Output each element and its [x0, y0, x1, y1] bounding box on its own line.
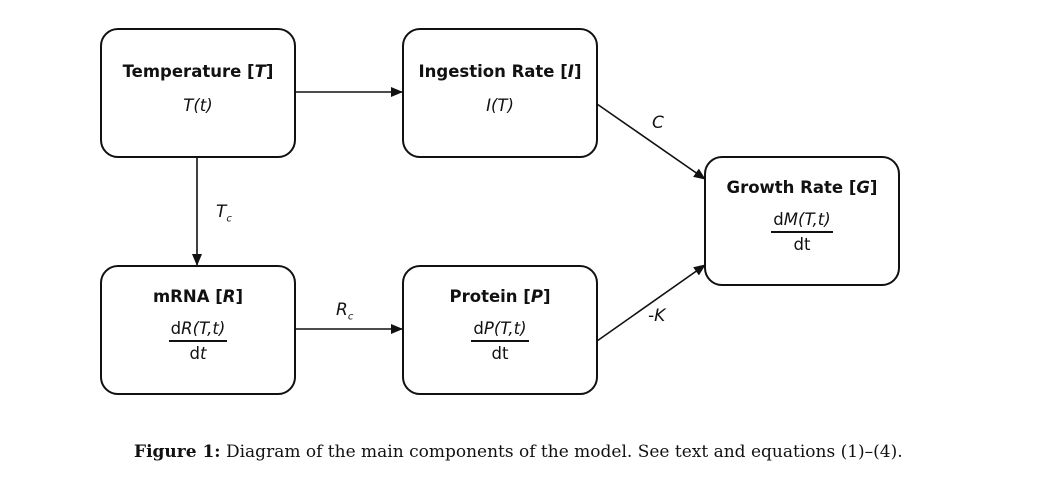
caption-text: Diagram of the main components of the mo… — [225, 442, 903, 462]
node-growth-title: Growth Rate [G] — [706, 178, 898, 197]
fraction-numerator: dP(T,t) — [471, 319, 529, 342]
node-protein: Protein [P] dP(T,t) dt — [402, 265, 598, 395]
title-text: ] — [573, 62, 582, 81]
title-var: T — [254, 62, 266, 81]
edge-label-tc: Tc — [216, 202, 232, 224]
den-var: t — [200, 344, 207, 363]
edge-label-k: -K — [648, 306, 666, 326]
node-mrna-title: mRNA [R] — [102, 287, 294, 306]
fraction-denominator: dt — [102, 344, 294, 363]
title-text: Temperature [ — [122, 62, 255, 81]
caption-label: Figure 1: — [134, 442, 221, 462]
edge-label-sub: c — [226, 213, 232, 225]
title-text: ] — [235, 287, 244, 306]
title-text: mRNA [ — [152, 287, 223, 306]
den-d: d — [189, 344, 200, 363]
num-fn: M(T,t) — [783, 210, 831, 229]
node-ingestion-rate: Ingestion Rate [I] I(T) — [402, 28, 598, 158]
node-growth-rate: Growth Rate [G] dM(T,t) dt — [704, 156, 900, 286]
title-var: G — [856, 178, 870, 197]
edge-label-main: R — [336, 300, 348, 320]
num-fn: P(T,t) — [483, 319, 527, 338]
edge-protein-to-growth — [596, 264, 706, 342]
title-text: Protein [ — [449, 287, 531, 306]
fraction-numerator: dM(T,t) — [771, 210, 833, 233]
node-temperature-title: Temperature [T] — [102, 62, 294, 81]
node-ingestion-title: Ingestion Rate [I] — [404, 62, 596, 81]
figure-caption: Figure 1: Diagram of the main components… — [134, 442, 903, 462]
node-temperature: Temperature [T] T(t) — [100, 28, 296, 158]
num-d: d — [773, 210, 784, 229]
edge-ingestion-to-growth — [596, 103, 706, 180]
num-d: d — [170, 319, 182, 338]
node-temperature-expr: T(t) — [183, 96, 213, 115]
node-mrna-fraction: dR(T,t) dt — [102, 319, 294, 363]
title-var: I — [567, 62, 574, 81]
edge-label-sub: c — [347, 311, 354, 323]
node-ingestion-expr: I(T) — [486, 96, 514, 115]
num-fn: R(T,t) — [181, 319, 226, 338]
fraction-denominator: dt — [491, 344, 509, 363]
title-text: ] — [542, 287, 551, 306]
edge-label-main: T — [216, 202, 227, 222]
title-var: P — [530, 287, 543, 306]
title-text: ] — [869, 178, 878, 197]
fraction-denominator: dt — [793, 235, 811, 254]
title-text: Growth Rate [ — [726, 178, 857, 197]
node-protein-title: Protein [P] — [404, 287, 596, 306]
edge-label-rc: Rc — [336, 300, 353, 322]
fraction-numerator: dR(T,t) — [168, 319, 228, 342]
num-d: d — [473, 319, 484, 338]
node-protein-fraction: dP(T,t) dt — [404, 319, 596, 363]
title-text: ] — [265, 62, 274, 81]
title-text: Ingestion Rate [ — [418, 62, 568, 81]
title-var: R — [222, 287, 236, 306]
edge-label-c: C — [652, 113, 664, 133]
node-growth-fraction: dM(T,t) dt — [706, 210, 898, 254]
node-mrna: mRNA [R] dR(T,t) dt — [100, 265, 296, 395]
